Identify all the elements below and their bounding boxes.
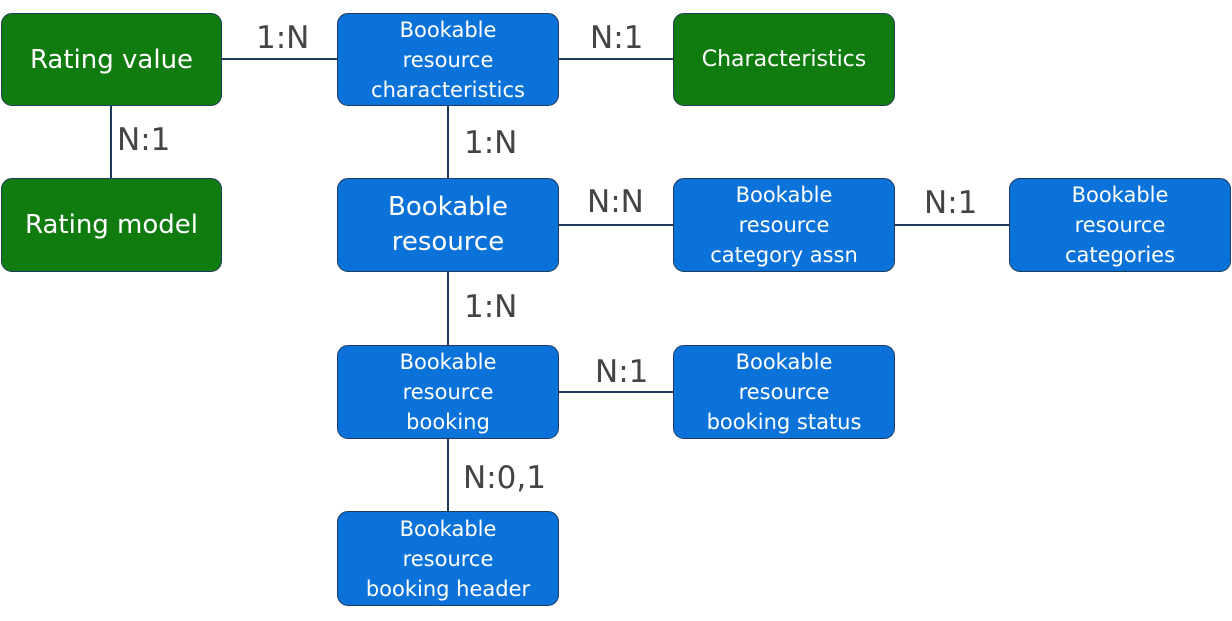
cardinality-resource-to-booking: 1:N bbox=[464, 289, 518, 325]
cardinality-rating-value-to-characteristics: 1:N bbox=[256, 20, 310, 56]
entity-bookable-resource-booking: Bookable resource booking bbox=[337, 345, 559, 439]
cardinality-category-assn-to-categories: N:1 bbox=[924, 185, 978, 221]
entity-bookable-resource: Bookable resource bbox=[337, 178, 559, 272]
entity-bookable-resource-booking-header: Bookable resource booking header bbox=[337, 511, 559, 606]
entity-bookable-resource-booking-status: Bookable resource booking status bbox=[673, 345, 895, 439]
entity-bookable-resource-characteristics: Bookable resource characteristics bbox=[337, 13, 559, 106]
cardinality-booking-to-header: N:0,1 bbox=[463, 460, 546, 496]
cardinality-resource-to-category-assn: N:N bbox=[587, 184, 644, 220]
cardinality-rating-value-to-model: N:1 bbox=[117, 122, 171, 158]
entity-rating-model: Rating model bbox=[1, 178, 222, 272]
entity-rating-value: Rating value bbox=[1, 13, 222, 106]
entity-bookable-resource-categories: Bookable resource categories bbox=[1009, 178, 1231, 272]
cardinality-characteristics-to-characteristic: N:1 bbox=[590, 20, 644, 56]
cardinality-booking-to-status: N:1 bbox=[595, 354, 649, 390]
entity-characteristics: Characteristics bbox=[673, 13, 895, 106]
cardinality-characteristics-to-resource: 1:N bbox=[464, 125, 518, 161]
entity-bookable-resource-category-assn: Bookable resource category assn bbox=[673, 178, 895, 272]
